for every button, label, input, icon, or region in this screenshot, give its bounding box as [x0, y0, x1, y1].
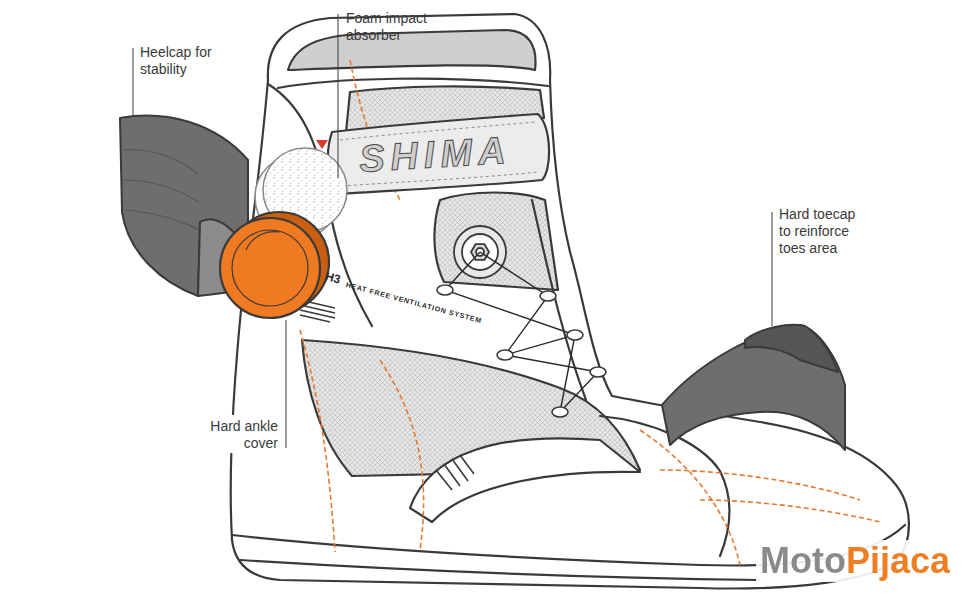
callout-label: Foam impact absorber — [346, 10, 446, 44]
brand-logo: SHIMA — [358, 131, 512, 178]
internal-dashed-lines — [380, 360, 424, 550]
leader-lines — [286, 320, 287, 448]
brand-mark — [316, 140, 328, 149]
boot-body — [231, 14, 909, 588]
boot-body — [288, 30, 536, 70]
leader-lines — [133, 14, 772, 448]
boot-body — [600, 416, 729, 556]
internal-dashed-lines — [300, 330, 335, 552]
eyelets — [590, 367, 606, 377]
leader-lines — [133, 48, 134, 116]
internal-dashed-lines — [700, 500, 880, 522]
laces — [445, 252, 598, 412]
ankle-cover-part — [246, 232, 280, 250]
callout-label: Hard ankle cover — [196, 418, 278, 452]
eyelets — [437, 285, 606, 417]
label-patches — [756, 540, 956, 582]
callout-label: Hard toecap to reinforce toes area — [779, 206, 867, 256]
boot-body — [532, 200, 586, 400]
ankle-cover-part — [220, 212, 329, 318]
eyelets — [540, 291, 556, 301]
toecap-part — [662, 325, 845, 450]
feature-badge: H3 — [324, 270, 342, 286]
internal-dashed-lines — [640, 430, 740, 565]
velcro-strap — [328, 114, 549, 194]
boot-body — [410, 438, 640, 522]
eyelets — [567, 330, 583, 340]
boot-body — [240, 560, 760, 580]
toecap-part — [662, 325, 845, 450]
boot-body — [434, 193, 558, 291]
eyelets — [552, 407, 568, 417]
vent-hatching — [436, 455, 474, 490]
eyelets — [437, 285, 453, 295]
laces — [560, 335, 575, 412]
laces — [445, 252, 598, 412]
vent-hatching — [300, 300, 474, 490]
watermark: MotoPijaca — [760, 541, 950, 581]
toecap-part — [745, 325, 838, 372]
velcro-strap — [328, 114, 549, 194]
leader-lines — [772, 212, 773, 326]
leader-lines — [338, 14, 339, 178]
heelcap-part — [123, 150, 199, 230]
internal-dashed-lines — [660, 470, 860, 500]
eyelets — [497, 350, 513, 360]
internal-dashed-lines — [300, 60, 880, 565]
label-patches — [193, 415, 281, 453]
label-patches — [193, 415, 956, 582]
laces — [480, 252, 548, 355]
feature-text: HEAT FREE VENTILATION SYSTEM — [345, 281, 482, 324]
boot-body — [231, 14, 909, 588]
ankle-cover-part — [220, 218, 320, 318]
callout-label: Heelcap for stability — [140, 44, 232, 78]
ankle-cover-part — [232, 230, 308, 306]
